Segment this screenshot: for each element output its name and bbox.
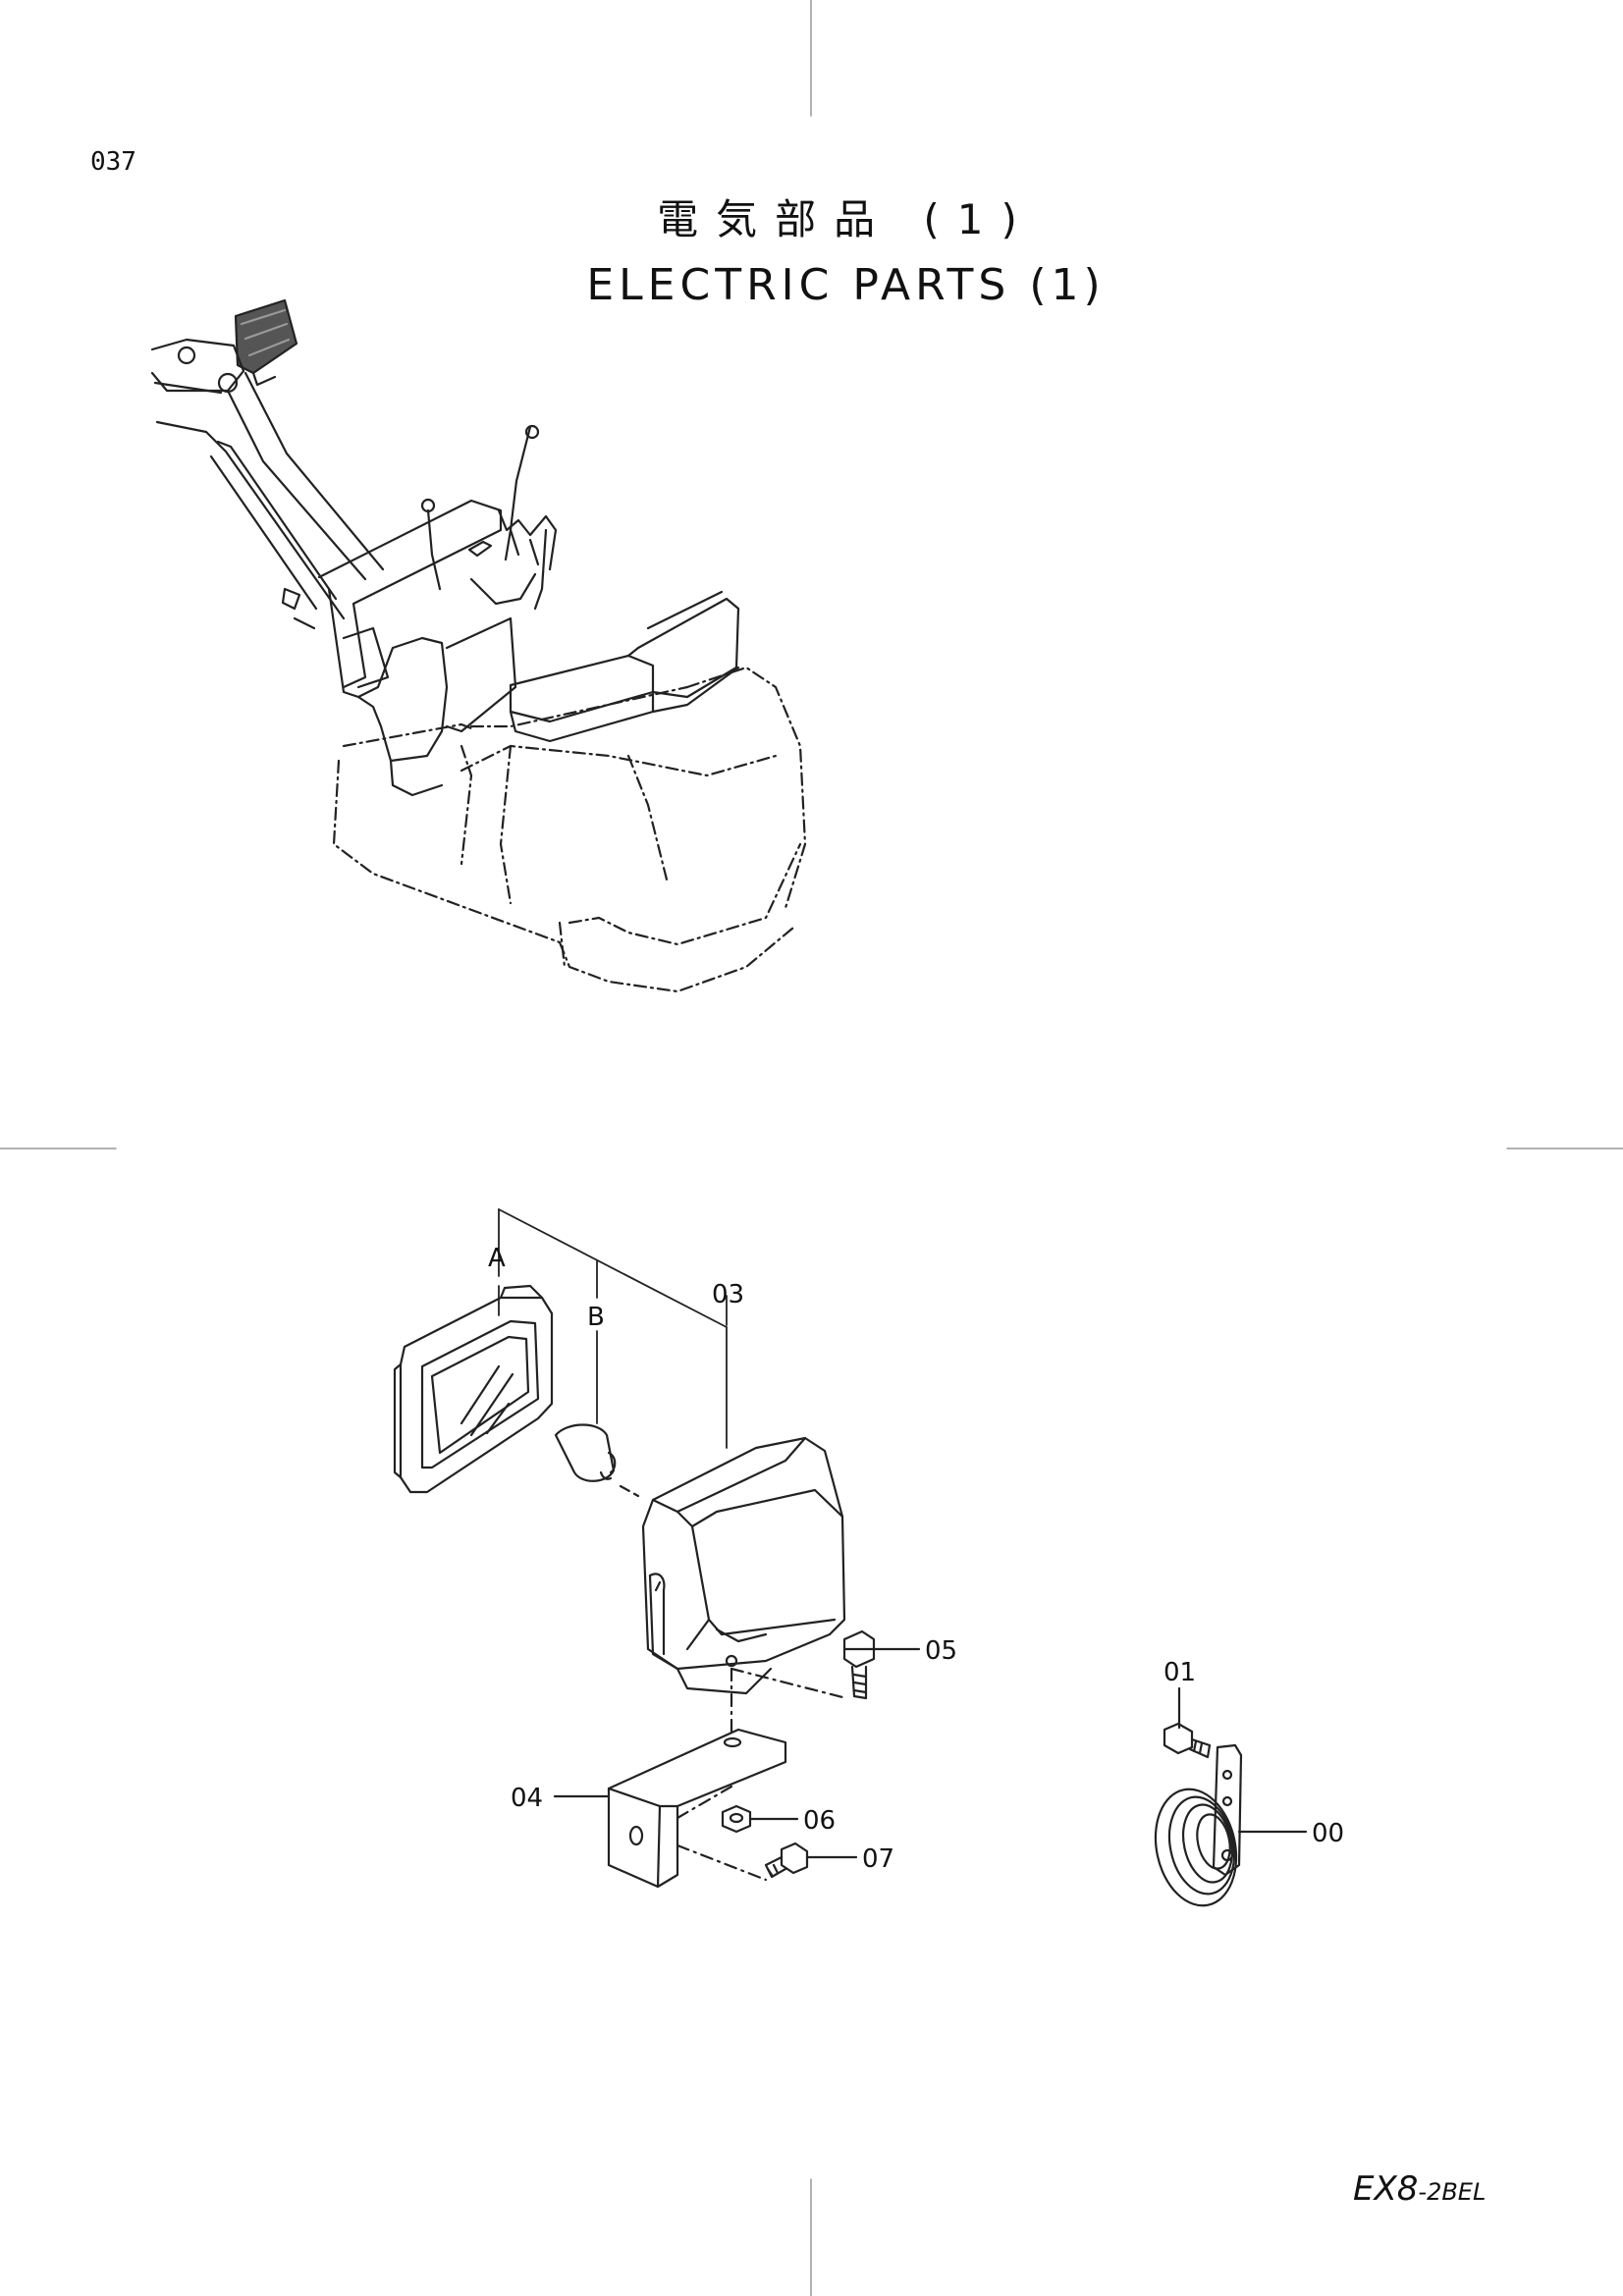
callout-a: A [488, 1244, 506, 1273]
callout-leader-lines [498, 1208, 728, 1449]
callout-06: 06 [803, 1806, 836, 1836]
bolt-07-part [764, 1842, 858, 1879]
nut-06-part [721, 1804, 799, 1834]
callout-b: B [587, 1303, 605, 1332]
work-light-location-icon [234, 298, 298, 387]
callout-07: 07 [862, 1844, 894, 1874]
machine-overview-illustration [150, 298, 807, 993]
bulb-part [554, 1423, 640, 1498]
horn-00-part [1154, 1743, 1308, 1907]
callout-01: 01 [1163, 1658, 1196, 1687]
page-title: 電気部品 (1) ELECTRIC PARTS (1) [0, 187, 1623, 310]
model-code-suffix: -2BEL [1418, 2178, 1487, 2206]
page-number: 037 [90, 147, 136, 177]
callout-05: 05 [925, 1636, 957, 1666]
model-code-main: EX8 [1353, 2169, 1419, 2209]
lamp-housing-part [641, 1436, 848, 1739]
exploded-parts-diagram [393, 1208, 1308, 1907]
horn-bolt-01-part [1163, 1686, 1212, 1759]
model-code: EX8-2BEL [1353, 2169, 1486, 2209]
callout-labels: A B 03 05 04 06 07 01 00 [488, 1244, 1344, 1874]
bolt-05-part [842, 1629, 921, 1700]
bracket-04-part [553, 1728, 787, 1889]
callout-03: 03 [712, 1280, 744, 1309]
callout-00: 00 [1312, 1819, 1344, 1848]
title-japanese: 電気部品 (1) [657, 195, 1035, 243]
callout-04: 04 [511, 1784, 543, 1813]
lens-frame-part [393, 1284, 554, 1494]
title-english: ELECTRIC PARTS (1) [586, 260, 1106, 310]
